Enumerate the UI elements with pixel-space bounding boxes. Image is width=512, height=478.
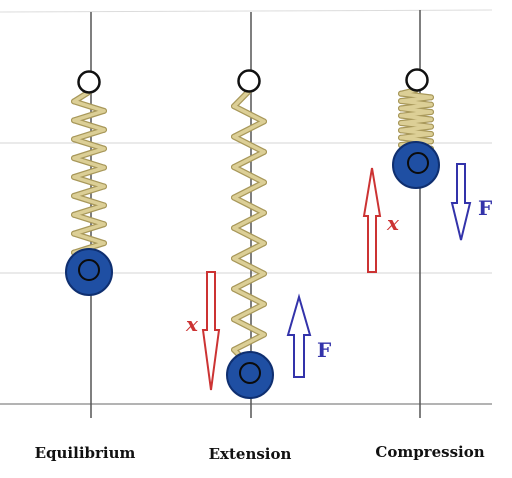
spring-coil <box>72 165 106 179</box>
spring-coil <box>72 213 106 226</box>
mass-extension <box>226 351 274 399</box>
spring-coil <box>232 287 266 306</box>
mass-center-ring <box>78 259 100 281</box>
spring-coil <box>72 231 106 245</box>
up-arrow-icon <box>362 167 382 273</box>
spring-coil <box>72 118 106 132</box>
spring-coil <box>72 203 106 217</box>
spring-equilibrium <box>71 89 107 265</box>
down-arrow-icon <box>201 271 221 391</box>
spring-coil <box>232 89 251 108</box>
mass-equilibrium <box>65 248 113 296</box>
reference-line-top <box>0 9 493 13</box>
spring-coil <box>232 302 266 322</box>
spring-coil <box>72 156 106 170</box>
mass-center-ring <box>239 362 261 384</box>
spring-coil <box>232 134 266 154</box>
pivot-circle-icon <box>405 68 429 92</box>
down-arrow-icon <box>450 163 472 241</box>
spring-coil <box>232 271 266 291</box>
spring-extension <box>231 88 267 368</box>
spring-coil <box>72 137 106 151</box>
spring-coil <box>72 194 106 208</box>
mass-center-ring <box>407 152 429 174</box>
spring-coil <box>232 165 266 185</box>
spring-coil <box>232 256 266 276</box>
pivot-circle-icon <box>77 70 101 94</box>
spring-coil <box>232 226 266 245</box>
up-arrow-icon <box>286 293 312 378</box>
compression-displacement-label: x <box>386 211 400 235</box>
spring-coil <box>232 195 266 215</box>
mass-ball-icon <box>65 248 113 296</box>
spring-coil <box>72 99 106 113</box>
spring-coil <box>232 317 266 337</box>
spring-coil <box>72 109 106 123</box>
spring-coil <box>232 332 266 352</box>
spring-coil <box>232 119 266 139</box>
spring-coil <box>72 90 91 104</box>
spring-coil <box>232 104 266 124</box>
spring-coil <box>72 184 106 198</box>
spring-coil <box>72 175 106 189</box>
caption-extension: Extension <box>208 445 292 463</box>
mass-compression <box>392 141 440 189</box>
mass-ball-icon <box>226 351 274 399</box>
spring-coil <box>72 146 106 160</box>
pivot-circle-icon <box>237 69 261 93</box>
extension-force-label: F <box>317 338 331 362</box>
caption-equilibrium: Equilibrium <box>34 444 136 462</box>
compression-force-label: F <box>478 196 492 220</box>
spring-coil <box>232 241 266 261</box>
extension-displacement-label: x <box>185 312 199 336</box>
spring-coil <box>72 222 106 236</box>
caption-compression: Compression <box>375 443 485 461</box>
spring-coil <box>232 211 266 230</box>
mass-ball-icon <box>392 141 440 189</box>
spring-coil <box>232 180 266 200</box>
spring-coil <box>232 150 266 169</box>
spring-coil <box>72 128 106 141</box>
